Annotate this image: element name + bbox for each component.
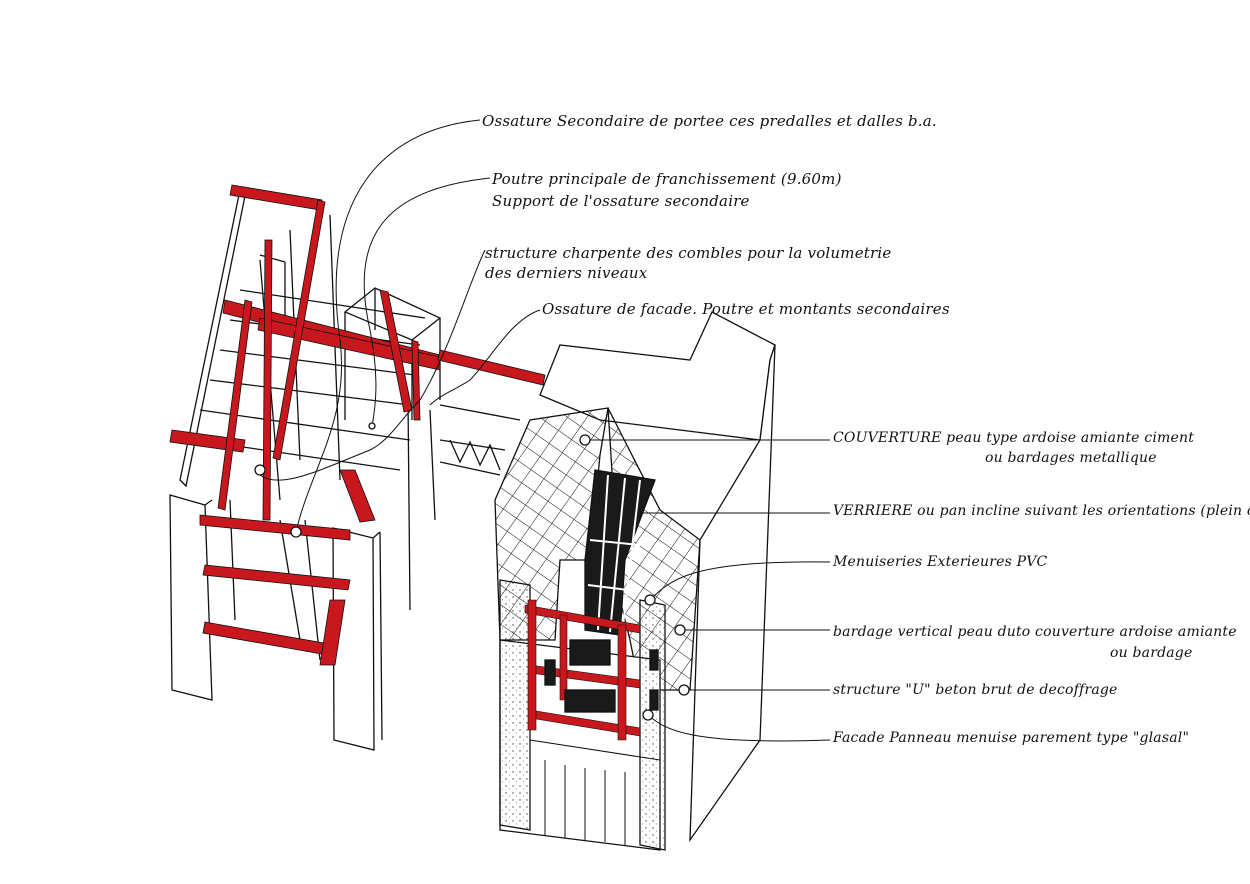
label-poutre-principale: Poutre principale de franchissement (9.6… <box>492 170 842 188</box>
label-bardage-vertical-2: ou bardage <box>1110 645 1193 661</box>
label-verriere: VERRIERE ou pan incline suivant les orie… <box>833 503 1250 519</box>
label-facade-panneau: Facade Panneau menuise parement type "gl… <box>833 730 1190 746</box>
leader-lines <box>259 119 831 742</box>
label-ossature-secondaire: Ossature Secondaire de portee ces predal… <box>482 112 937 130</box>
label-structure-charpente-2: des derniers niveaux <box>485 264 648 282</box>
left-pier-1 <box>169 494 213 701</box>
concrete-u-right <box>639 599 666 851</box>
red-structure <box>169 184 546 666</box>
label-poutre-principale-support: Support de l'ossature secondaire <box>492 192 750 210</box>
label-structure-charpente: structure charpente des combles pour la … <box>485 244 892 262</box>
concrete-u <box>499 579 531 831</box>
leader-dots <box>254 422 690 721</box>
label-menuiseries: Menuiseries Exterieures PVC <box>833 554 1048 570</box>
label-ossature-facade: Ossature de facade. Poutre et montants s… <box>542 300 950 318</box>
label-structure-u: structure "U" beton brut de decoffrage <box>833 682 1118 698</box>
label-couverture-2: ou bardages metallique <box>985 450 1157 466</box>
label-bardage-vertical: bardage vertical peau duto couverture ar… <box>833 624 1237 640</box>
right-building <box>494 311 776 851</box>
label-couverture: COUVERTURE peau type ardoise amiante cim… <box>833 430 1195 446</box>
